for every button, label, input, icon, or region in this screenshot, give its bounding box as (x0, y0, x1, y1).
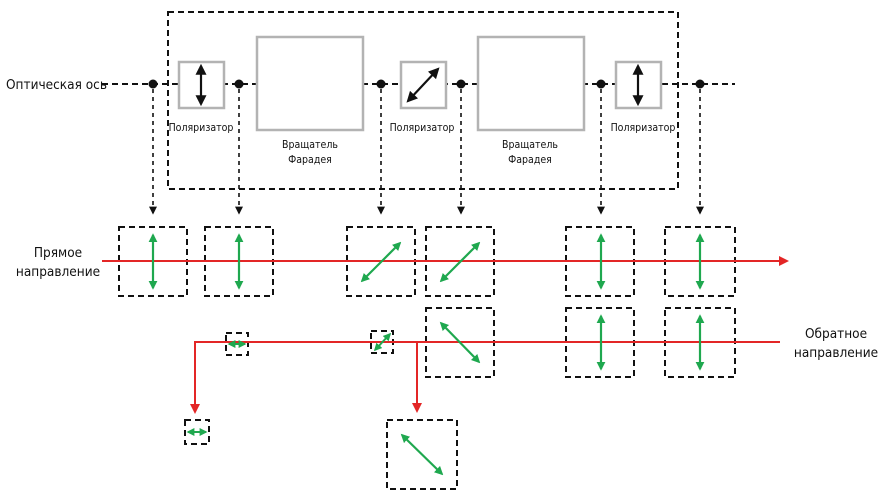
state-box-small (184, 419, 210, 445)
isolator-enclosure (167, 11, 679, 190)
observation-point (376, 79, 386, 89)
optical-axis-label: Оптическая ось (6, 77, 107, 93)
backward-label-line1: Обратное (805, 326, 867, 342)
polarizer-3-label: Поляризатор (611, 122, 676, 134)
polarizer-1-label: Поляризатор (169, 122, 234, 134)
observation-point (456, 79, 466, 89)
polarization-arrow-diagonal (360, 241, 402, 283)
polarization-arrow-diagonal-small (373, 332, 392, 352)
forward-label-line1: Прямое (34, 245, 82, 261)
observation-point (234, 79, 244, 89)
polarizer-2-axis-icon (406, 67, 440, 103)
observation-point (596, 79, 606, 89)
polarizer-2-label: Поляризатор (390, 122, 455, 134)
faraday-rotator-2-label-line2: Фарадея (508, 154, 552, 166)
observation-point (148, 79, 158, 89)
backward-beam (190, 341, 780, 414)
faraday-rotator-2-label-line1: Вращатель (502, 139, 558, 151)
backward-label-line2: направление (794, 345, 878, 361)
polarization-arrows (148, 233, 705, 476)
faraday-rotator-1-label-line2: Фарадея (288, 154, 332, 166)
observation-points (148, 79, 705, 89)
polarization-state-boxes (118, 226, 736, 490)
polarization-arrow-antidiagonal (400, 433, 444, 476)
forward-label-line2: направление (16, 264, 100, 280)
polarization-arrow-antidiagonal (439, 321, 481, 364)
state-box-small (225, 332, 249, 356)
faraday-rotator-2 (476, 35, 586, 132)
polarizer-axis-icons (195, 63, 644, 107)
faraday-rotator-1-label-line1: Вращатель (282, 139, 338, 151)
observation-point (695, 79, 705, 89)
state-box (386, 419, 458, 490)
faraday-rotator-1 (255, 35, 365, 132)
polarization-arrow-diagonal (439, 241, 481, 283)
